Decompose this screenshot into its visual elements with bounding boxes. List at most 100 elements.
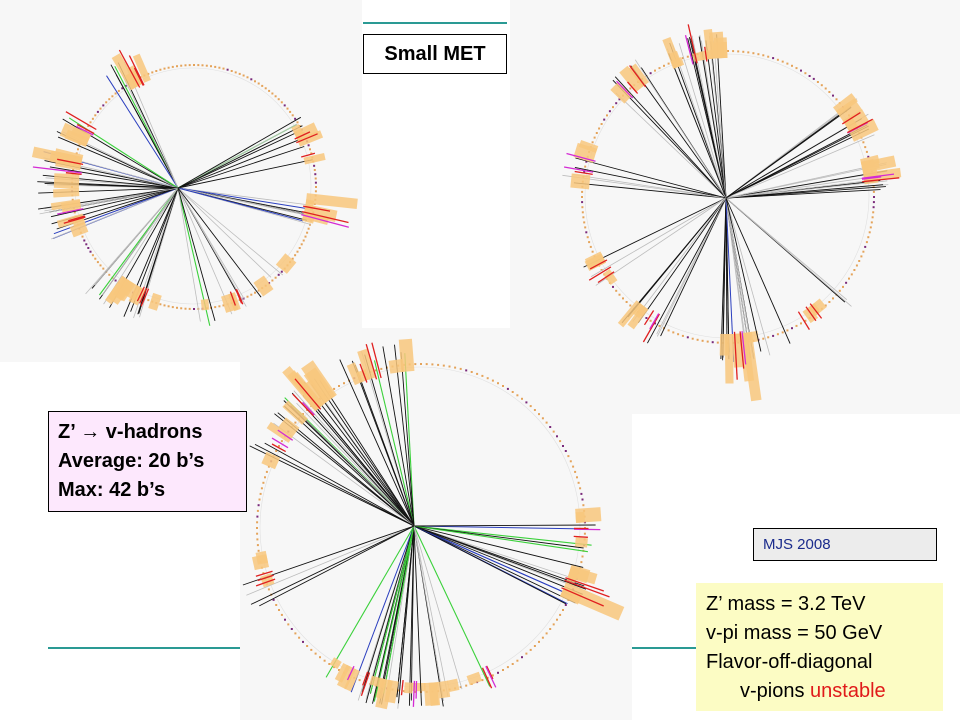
ring-hit-marker (250, 78, 253, 81)
ring-hit-marker (218, 305, 221, 308)
ring-hit-marker (696, 338, 699, 341)
ring-hit-marker (476, 372, 479, 375)
ring-hit-marker (622, 297, 624, 300)
ring-hit-marker (234, 71, 237, 74)
ring-hit-marker (658, 324, 661, 327)
ring-hit-marker (85, 243, 88, 246)
calorimeter-tower (275, 253, 297, 274)
energy-deposit (481, 667, 493, 689)
energy-deposit (65, 172, 82, 176)
particle-track (177, 187, 304, 222)
ring-hit-marker (280, 101, 283, 104)
ring-hit-marker (180, 307, 183, 310)
calorimeter-tower (305, 193, 358, 210)
ring-hit-marker (265, 470, 268, 473)
ring-hit-marker (767, 55, 770, 58)
ring-hit-marker (541, 417, 544, 420)
ring-hit-marker (855, 264, 858, 267)
ring-hit-marker (147, 299, 150, 302)
energy-deposit (257, 574, 274, 582)
ring-hit-marker (313, 164, 316, 167)
ring-hit-marker (576, 476, 578, 479)
energy-deposit (65, 111, 97, 131)
ring-hit-marker (867, 155, 870, 158)
ring-hit-marker (772, 57, 775, 60)
ring-hit-marker (654, 322, 656, 325)
ring-hit-marker (600, 123, 603, 125)
ring-hit-marker (586, 236, 589, 239)
ring-hit-marker (572, 465, 575, 468)
calorimeter-tower (466, 671, 483, 686)
ring-hit-marker (727, 50, 729, 52)
energy-deposit (294, 131, 311, 140)
ring-hit-marker (525, 401, 528, 404)
particle-track (177, 187, 310, 217)
ring-hit-marker (302, 413, 304, 416)
ring-hit-marker (442, 364, 445, 367)
energy-deposit (649, 313, 660, 330)
small-met-label: Small MET (363, 34, 507, 74)
ring-hit-marker (275, 450, 278, 452)
calorimeter-tower (860, 155, 897, 174)
particle-track (413, 525, 576, 604)
calorimeter-tower (835, 98, 863, 123)
particle-track (250, 525, 415, 605)
ring-hit-marker (583, 170, 586, 173)
ring-hit-marker (210, 65, 212, 68)
ring-hit-marker (163, 67, 166, 70)
particle-track (177, 187, 233, 315)
particle-track (713, 40, 727, 199)
ring-hit-marker (800, 322, 802, 325)
ring-hit-marker (304, 235, 307, 238)
particle-track (725, 124, 868, 199)
ring-hit-marker (552, 623, 555, 626)
ring-hit-marker (262, 572, 265, 575)
ring-hit-marker (776, 58, 779, 61)
ring-hit-marker (538, 640, 540, 643)
particle-track (296, 402, 415, 527)
particle-track (725, 197, 791, 344)
ring-hit-marker (214, 306, 217, 309)
ring-hit-marker (306, 645, 309, 647)
ring-hit-marker (323, 659, 326, 662)
ring-hit-marker (465, 369, 468, 372)
ring-hit-marker (314, 177, 317, 180)
ring-hit-marker (649, 72, 652, 75)
ring-hit-marker (506, 666, 509, 669)
ring-hit-marker (667, 329, 670, 332)
energy-deposit (412, 680, 416, 707)
ring-hit-marker (752, 52, 755, 55)
ring-hit-marker (838, 289, 841, 292)
ring-hit-marker (256, 515, 259, 518)
ring-hit-marker (91, 254, 94, 257)
calorimeter-tower (619, 65, 644, 93)
particle-track (319, 380, 415, 527)
ring-hit-marker (585, 160, 588, 163)
ring-hit-marker (706, 340, 709, 343)
max-b-count: Max: 42 b’s (58, 479, 166, 501)
ring-hit-marker (608, 110, 611, 113)
calorimeter-tower (610, 81, 633, 104)
particle-track (725, 186, 886, 199)
ring-hit-marker (264, 476, 266, 479)
ring-hit-marker (250, 293, 253, 296)
particle-track (394, 344, 415, 527)
ring-hit-marker (541, 636, 544, 639)
ring-hit-marker (72, 169, 75, 171)
energy-deposit (862, 177, 900, 183)
particle-track (404, 353, 415, 527)
ring-hit-marker (868, 231, 871, 234)
ring-hit-marker (315, 186, 317, 188)
ring-hit-marker (591, 250, 594, 253)
calorimeter-tower (53, 173, 80, 189)
particle-track (590, 197, 727, 277)
ring-hit-marker (772, 334, 775, 337)
ring-hit-marker (667, 62, 670, 65)
energy-deposit (235, 289, 243, 304)
ring-hit-marker (271, 279, 274, 282)
calorimeter-tower (253, 275, 274, 297)
ring-hit-marker (319, 656, 321, 659)
energy-deposit (627, 81, 639, 94)
energy-deposit (588, 266, 612, 281)
ring-hit-marker (583, 221, 586, 224)
